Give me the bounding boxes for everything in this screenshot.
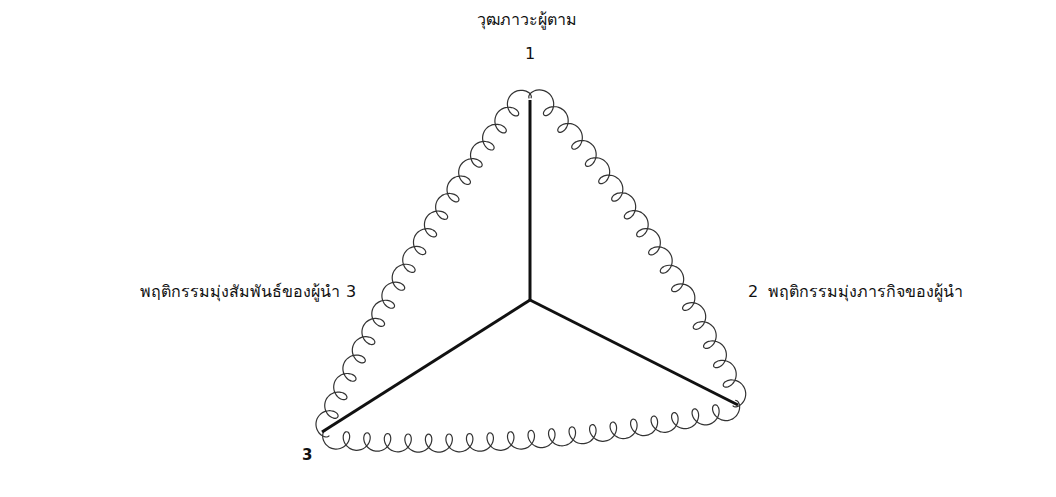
axis-line [529,100,532,300]
spring-coil [529,90,746,407]
callout-number: 3 [302,446,312,464]
axis-line [322,300,530,432]
axis-number: 2 [748,282,758,301]
axis-line [530,300,738,405]
spring-coil [323,400,740,452]
axis-number: 3 [346,282,356,301]
axis-title: พฤติกรรมมุ่งภารกิจของผู้นำ [768,282,963,301]
axis-number: 1 [525,44,535,63]
spring-coil [316,90,531,437]
axis-title: วุฒภาวะผู้ตาม [477,10,577,29]
axis-title: พฤติกรรมมุ่งสัมพันธ์ของผู้นำ [140,282,340,301]
spring-coils [316,90,746,452]
